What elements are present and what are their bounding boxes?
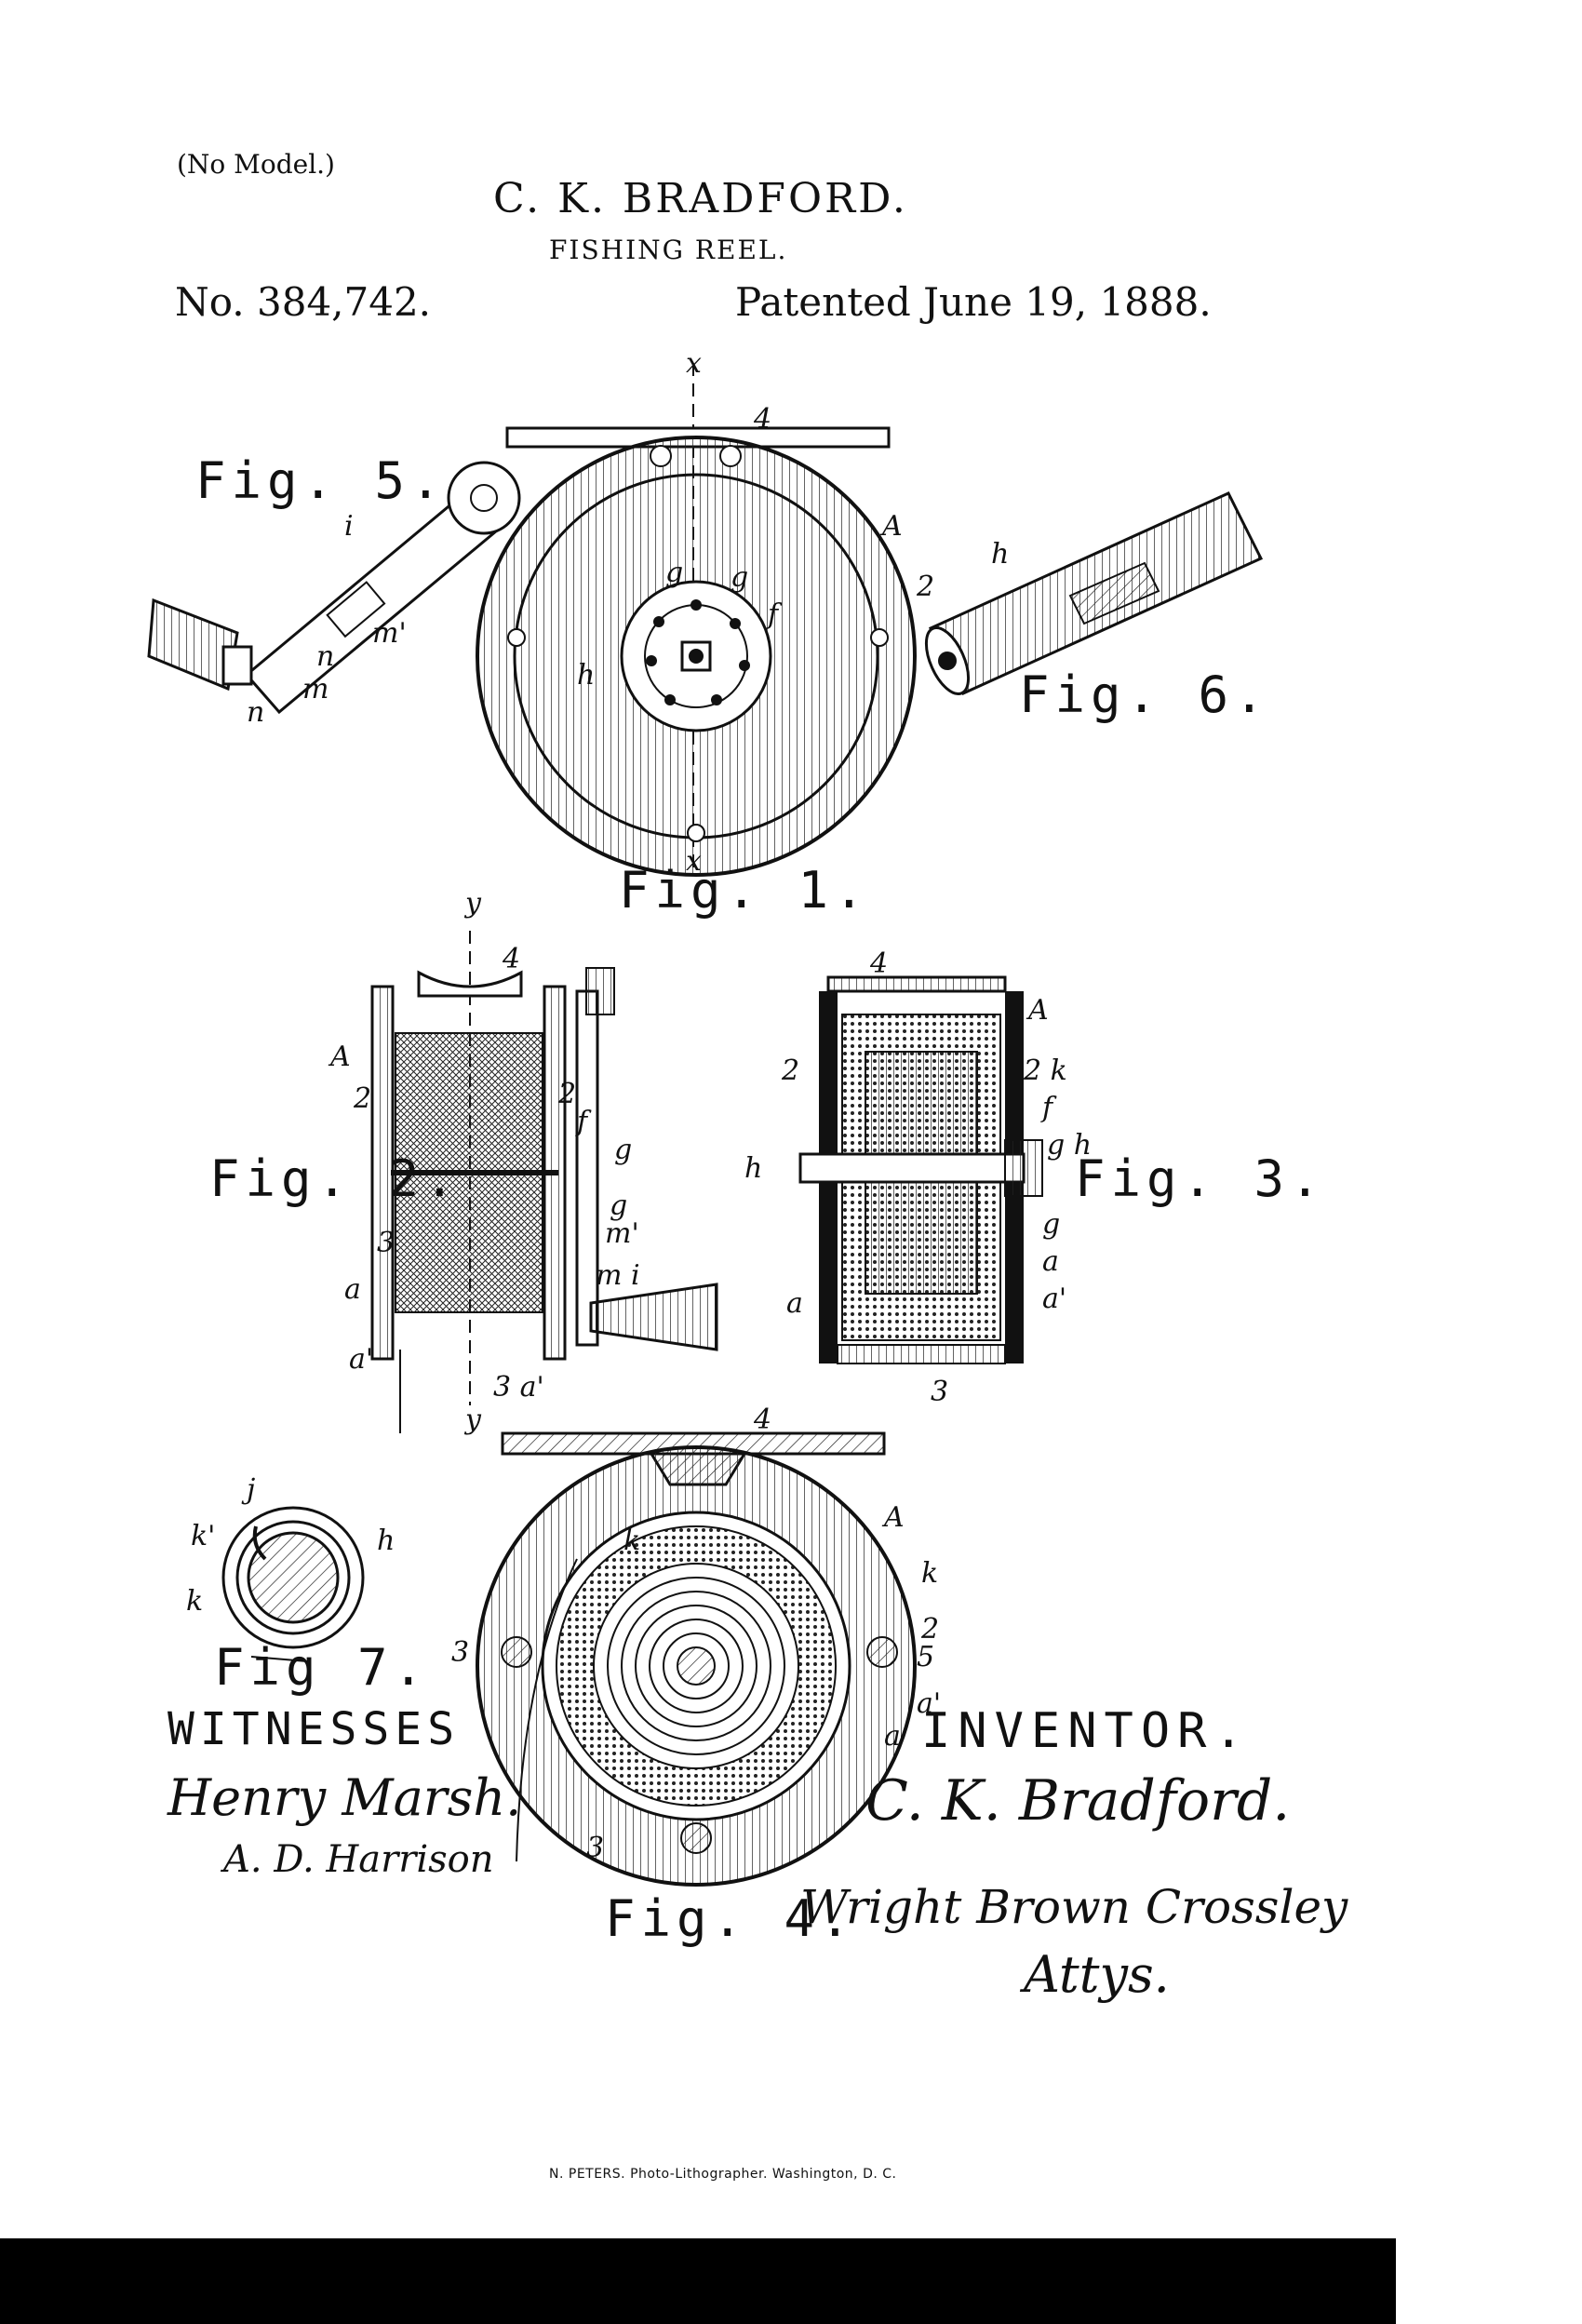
- fig1-label: Fig. 1.: [619, 861, 870, 920]
- svg-text:k: k: [186, 1585, 203, 1618]
- svg-text:2: 2: [920, 1613, 939, 1646]
- inventor-heading: C. K. BRADFORD.: [493, 175, 908, 222]
- svg-text:A: A: [879, 510, 903, 543]
- svg-text:g: g: [1042, 1208, 1060, 1241]
- svg-text:5: 5: [917, 1641, 934, 1673]
- fig3-label: Fig. 3.: [1075, 1149, 1326, 1208]
- witness-signature-1: Henry Marsh.: [168, 1768, 522, 1827]
- fig4-label: Fig. 4.: [605, 1889, 856, 1948]
- svg-text:3: 3: [451, 1636, 469, 1669]
- svg-text:a: a: [884, 1720, 901, 1753]
- no-model-note: (No Model.): [177, 149, 335, 180]
- fig7-cross-section: j k' k h: [186, 1473, 395, 1662]
- svg-text:3 a': 3 a': [493, 1371, 544, 1404]
- svg-text:f: f: [1040, 1092, 1057, 1124]
- svg-text:x: x: [686, 347, 702, 380]
- witnesses-label: WITNESSES: [168, 1703, 461, 1755]
- svg-text:n: n: [247, 696, 264, 729]
- attys-signature: Attys.: [1024, 1945, 1170, 2004]
- fig3-section-view: 4 A 2 2 k f g h h g a a' a 3: [744, 947, 1092, 1408]
- fig5-crank: i m' n m n: [147, 461, 521, 729]
- svg-text:3: 3: [377, 1227, 395, 1259]
- svg-text:a': a': [349, 1343, 373, 1376]
- svg-text:g h: g h: [1047, 1129, 1092, 1162]
- svg-text:g: g: [731, 561, 748, 594]
- svg-text:m: m: [302, 673, 328, 705]
- scan-border-bar: [0, 2238, 1396, 2324]
- patent-number: No. 384,742.: [175, 279, 432, 325]
- svg-text:m': m': [372, 617, 407, 650]
- svg-text:a: a: [344, 1273, 361, 1306]
- svg-text:k: k: [921, 1557, 938, 1590]
- fig6-label: Fig. 6.: [1019, 665, 1270, 724]
- svg-text:4: 4: [869, 947, 888, 980]
- svg-text:k: k: [623, 1525, 640, 1557]
- svg-text:y: y: [463, 1404, 482, 1436]
- svg-text:4: 4: [753, 1404, 771, 1436]
- fig2-side-view: A 2 2 f g g m' m i 3 a a' 3 a' y y 4: [328, 887, 718, 1436]
- svg-text:g: g: [614, 1134, 632, 1166]
- svg-text:A: A: [881, 1501, 905, 1534]
- svg-text:i: i: [344, 510, 354, 543]
- invention-title: FISHING REEL.: [549, 235, 788, 265]
- svg-text:4: 4: [753, 403, 771, 436]
- svg-text:x: x: [686, 845, 702, 878]
- svg-text:h: h: [744, 1152, 762, 1185]
- svg-text:n: n: [316, 640, 334, 673]
- fig6-spindle: h: [924, 491, 1264, 695]
- fig5-label: Fig. 5.: [195, 451, 447, 510]
- svg-text:2: 2: [353, 1082, 371, 1115]
- svg-text:2: 2: [916, 571, 934, 603]
- svg-text:4: 4: [502, 943, 520, 975]
- attorneys-signature: Wright Brown Crossley: [800, 1880, 1348, 1934]
- svg-text:m': m': [605, 1217, 639, 1250]
- svg-text:2 k: 2 k: [1023, 1055, 1067, 1087]
- inventor-signature: C. K. Bradford.: [865, 1768, 1291, 1834]
- svg-text:2: 2: [557, 1078, 576, 1110]
- fig1-reel-front: x x 4 A 2 g g f h: [476, 347, 934, 878]
- svg-text:a': a': [1042, 1283, 1066, 1315]
- patent-date: Patented June 19, 1888.: [735, 279, 1212, 325]
- fig2-label: Fig. 2.: [209, 1149, 461, 1208]
- svg-text:A: A: [1026, 994, 1049, 1027]
- svg-text:j: j: [241, 1473, 255, 1506]
- svg-text:3: 3: [586, 1832, 604, 1864]
- svg-text:2: 2: [781, 1055, 799, 1087]
- inventor-label: INVENTOR.: [921, 1703, 1251, 1759]
- svg-text:g: g: [665, 557, 683, 589]
- svg-text:a': a': [917, 1687, 941, 1720]
- svg-text:y: y: [463, 887, 482, 920]
- fig4-coil-view: 4 A k k 2 5 a' a 3 3: [451, 1404, 941, 1887]
- svg-text:k': k': [191, 1520, 215, 1552]
- svg-text:h: h: [577, 659, 595, 692]
- fig7-label: Fig 7.: [214, 1638, 430, 1697]
- svg-text:m i: m i: [596, 1259, 640, 1292]
- svg-text:A: A: [328, 1041, 351, 1073]
- svg-text:g: g: [610, 1189, 627, 1222]
- svg-text:h: h: [991, 538, 1009, 571]
- witness-signature-2: A. D. Harrison: [223, 1838, 494, 1881]
- printer-credit: N. PETERS. Photo-Lithographer. Washingto…: [549, 2167, 897, 2182]
- svg-text:a: a: [786, 1287, 803, 1320]
- svg-text:h: h: [377, 1525, 395, 1557]
- svg-text:a: a: [1042, 1245, 1059, 1278]
- svg-text:3: 3: [931, 1376, 948, 1408]
